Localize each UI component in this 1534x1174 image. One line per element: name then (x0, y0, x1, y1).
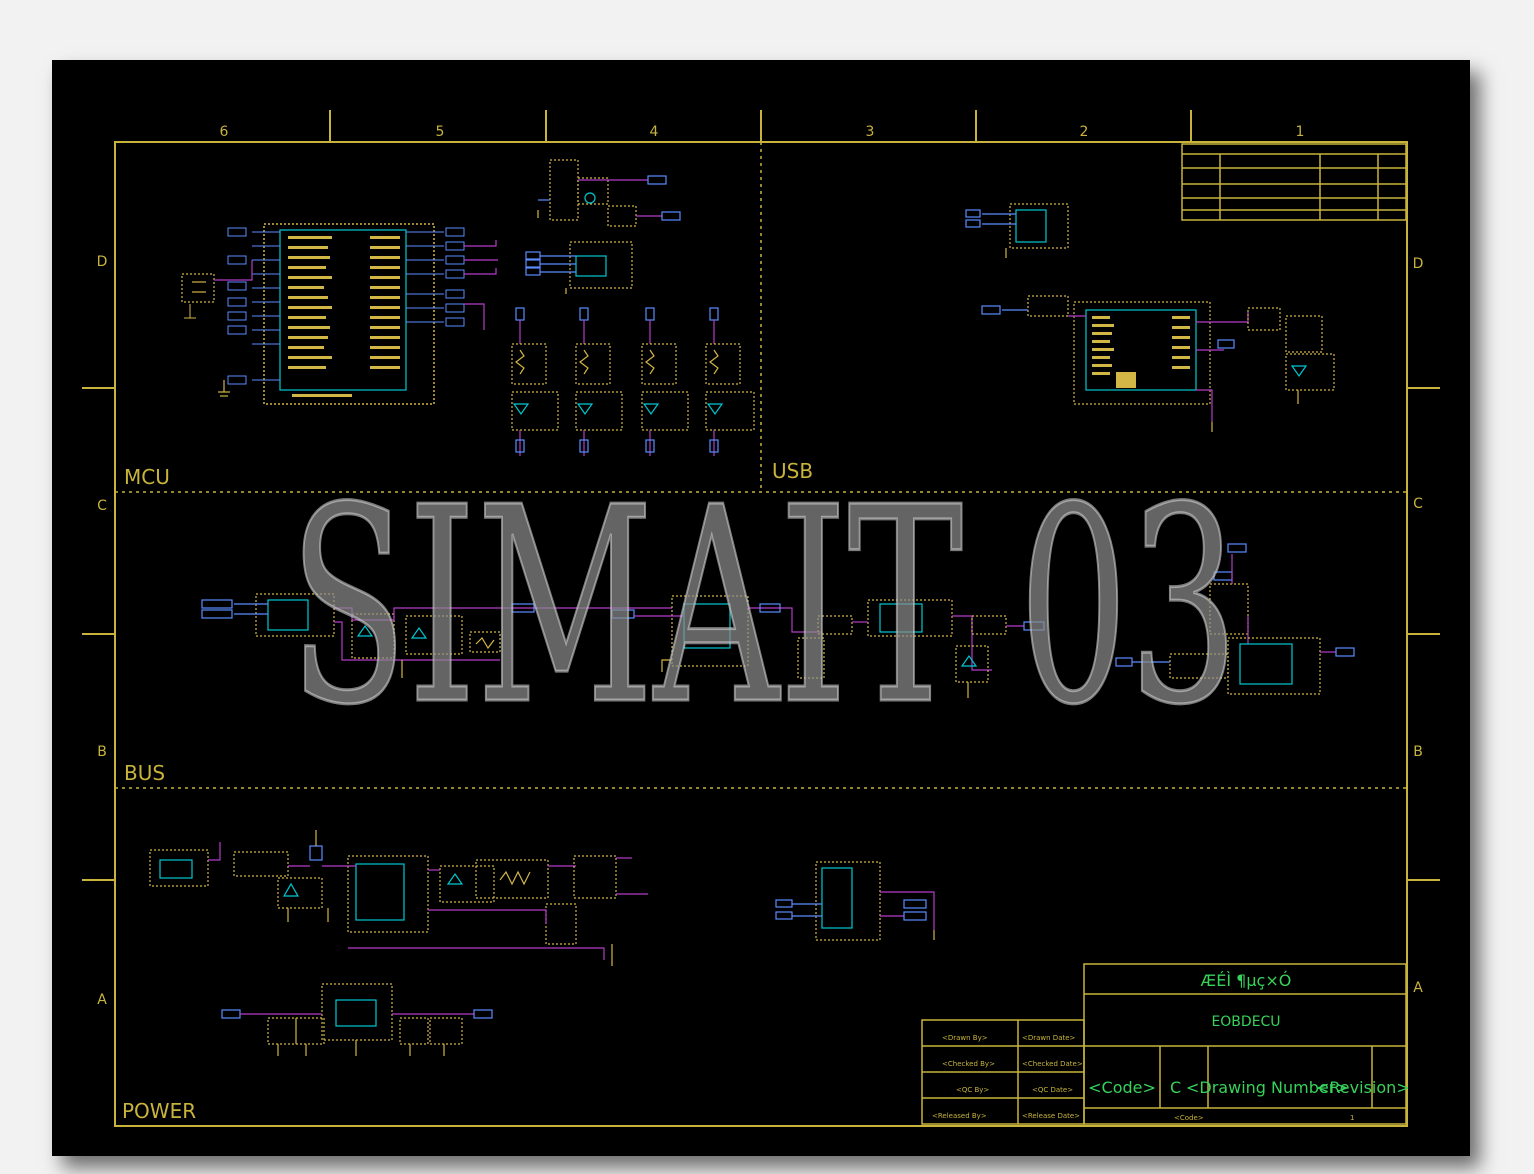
revision: <Revision> (1316, 1078, 1410, 1097)
row-label: A (97, 992, 107, 1008)
reset-circuit (537, 159, 681, 227)
column-label: 3 (866, 124, 875, 140)
row-label: D (1413, 256, 1424, 272)
title-block-size: C (1170, 1078, 1181, 1097)
mcu-chip (227, 223, 498, 405)
column-label: 1 (1296, 124, 1305, 140)
ldo-circuit (221, 983, 493, 1056)
section-dividers (115, 142, 1407, 789)
bus-circuit (201, 543, 1355, 698)
drawing-number: <Drawing Number> (1186, 1078, 1349, 1097)
title-block-code-small: <Code> (1174, 1114, 1204, 1122)
row-label: B (1413, 744, 1423, 760)
title-block-text: ÆÉÌ ¶µç×Ó EOBDECU <Code> C <Drawing Numb… (1088, 971, 1410, 1122)
checked-by: <Checked By> (942, 1060, 995, 1068)
signature-fields: <Drawn By> <Checked By> <QC By> <Release… (932, 1034, 1083, 1120)
power-circuit (149, 830, 648, 966)
released-by: <Released By> (932, 1112, 987, 1120)
schematic-drawing: 6 5 4 3 2 1 D C B A D C B A MCU USB BUS … (82, 110, 1440, 1127)
title-block-frame (921, 963, 1407, 1125)
led-indicators (511, 307, 755, 456)
title-block-code: <Code> (1088, 1078, 1156, 1097)
power-connector (775, 861, 935, 941)
row-label: A (1413, 980, 1423, 996)
row-label: B (97, 744, 107, 760)
drawn-date: <Drawn Date> (1022, 1034, 1076, 1042)
jtag-connector (525, 241, 633, 294)
qc-date: <QC Date> (1032, 1086, 1073, 1094)
mcu-ground (218, 380, 230, 397)
row-label: C (97, 498, 107, 514)
column-label: 5 (436, 124, 445, 140)
row-labels-left: D C B A (97, 254, 108, 1008)
drawing-title: EOBDECU (1211, 1014, 1280, 1030)
row-labels-right: D C B A (1413, 256, 1424, 996)
row-label: D (97, 254, 108, 270)
section-title-mcu: MCU (124, 465, 170, 489)
usb-controller-pins (1092, 316, 1190, 388)
release-date: <Release Date> (1022, 1112, 1080, 1120)
section-titles: MCU USB BUS POWER (122, 459, 813, 1123)
column-label: 2 (1080, 124, 1089, 140)
drawn-by: <Drawn By> (942, 1034, 988, 1042)
usb-regulator (965, 203, 1069, 258)
column-label: 6 (220, 124, 229, 140)
qc-by: <QC By> (956, 1086, 989, 1094)
row-label: C (1413, 496, 1423, 512)
section-title-power: POWER (122, 1099, 196, 1123)
crystal-circuit (181, 260, 253, 319)
column-label: 4 (650, 124, 659, 140)
company-name: ÆÉÌ ¶µç×Ó (1201, 971, 1292, 990)
usb-controller (981, 295, 1335, 432)
section-title-usb: USB (772, 459, 813, 483)
sheet-number: 1 (1350, 1114, 1354, 1122)
column-labels: 6 5 4 3 2 1 (220, 124, 1305, 140)
revision-table (1181, 143, 1407, 221)
checked-date: <Checked Date> (1022, 1060, 1083, 1068)
section-title-bus: BUS (124, 761, 165, 785)
schematic-sheet: 6 5 4 3 2 1 D C B A D C B A MCU USB BUS … (52, 60, 1470, 1156)
